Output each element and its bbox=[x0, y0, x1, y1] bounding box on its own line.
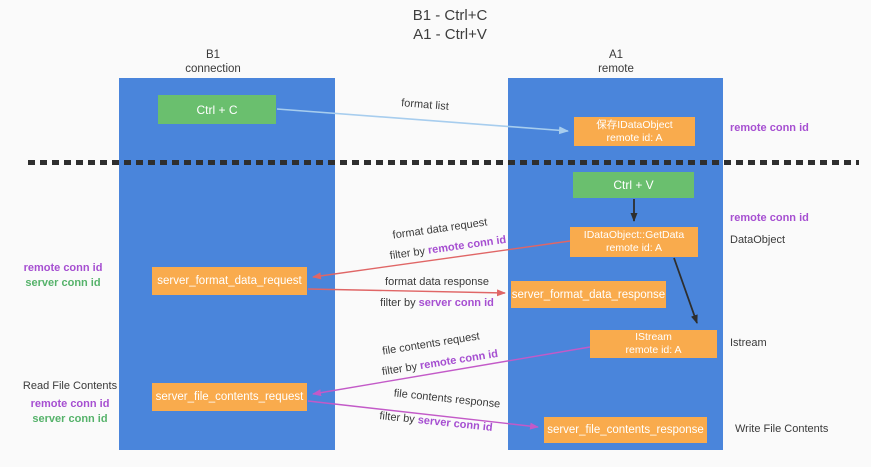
label-format-data-response: format data response bbox=[385, 276, 489, 288]
box-server-format-data-response: server_format_data_response bbox=[511, 281, 666, 308]
box-idataobject-getdata: IDataObject::GetData remote id: A bbox=[570, 227, 698, 257]
box-server-format-data-request-label: server_format_data_request bbox=[157, 275, 302, 287]
box-server-file-contents-response-label: server_file_contents_response bbox=[547, 424, 704, 436]
label-remote-conn-id-right-2: remote conn id bbox=[730, 212, 809, 224]
label-remote-conn-id-right-1: remote conn id bbox=[730, 122, 809, 134]
column-a1-name: A1 bbox=[608, 49, 624, 61]
box-server-file-contents-request-label: server_file_contents_request bbox=[155, 391, 304, 403]
box-server-file-contents-request: server_file_contents_request bbox=[152, 383, 307, 411]
column-b1-name: B1 bbox=[205, 49, 221, 61]
label-filter-server-conn-2: filter by server conn id bbox=[378, 410, 494, 434]
title-line-2: A1 - Ctrl+V bbox=[413, 26, 487, 43]
label-conn-ids-left-2: remote conn id server conn id bbox=[14, 397, 126, 427]
box-server-format-data-request: server_format_data_request bbox=[152, 267, 307, 295]
label-filter-server-conn-1: filter by server conn id bbox=[380, 297, 494, 309]
box-save-idataobject-line1: 保存IDataObject bbox=[596, 118, 673, 131]
section-divider-dashed-line bbox=[28, 160, 859, 165]
label-format-list: format list bbox=[400, 97, 450, 113]
diagram-title: B1 - Ctrl+C A1 - Ctrl+V bbox=[360, 6, 540, 44]
label-write-file-contents: Write File Contents bbox=[735, 423, 829, 435]
column-b1-role: connection bbox=[185, 63, 241, 75]
column-header-a1: A1 remote bbox=[556, 48, 676, 76]
label-istream: Istream bbox=[730, 337, 767, 349]
box-server-file-contents-response: server_file_contents_response bbox=[544, 417, 707, 443]
box-save-idataobject: 保存IDataObject remote id: A bbox=[574, 117, 695, 146]
box-ctrl-v: Ctrl + V bbox=[573, 172, 694, 198]
box-save-idataobject-line2: remote id: A bbox=[606, 131, 663, 144]
arrow-format-data-response bbox=[307, 288, 506, 297]
title-line-1: B1 - Ctrl+C bbox=[412, 7, 488, 24]
box-ctrl-v-label: Ctrl + V bbox=[613, 178, 654, 192]
label-read-file-contents: Read File Contents bbox=[22, 380, 118, 392]
box-ctrl-c-label: Ctrl + C bbox=[196, 102, 238, 117]
label-dataobject: DataObject bbox=[730, 234, 786, 246]
box-istream-line1: IStream bbox=[635, 331, 672, 343]
label-server-conn-id-left-2: server conn id bbox=[32, 413, 108, 425]
box-istream: IStream remote id: A bbox=[590, 330, 717, 358]
box-istream-line2: remote id: A bbox=[625, 344, 682, 356]
column-header-b1: B1 connection bbox=[153, 48, 273, 76]
label-remote-conn-id-left-2: remote conn id bbox=[30, 398, 110, 410]
box-server-format-data-response-label: server_format_data_response bbox=[511, 288, 666, 301]
column-a1-role: remote bbox=[598, 63, 634, 75]
label-server-conn-id-left-1: server conn id bbox=[25, 277, 101, 289]
label-remote-conn-id-left-1: remote conn id bbox=[23, 262, 103, 274]
box-idataobject-getdata-line2: remote id: A bbox=[605, 242, 663, 254]
label-conn-ids-left-1: remote conn id server conn id bbox=[15, 261, 111, 291]
box-ctrl-c: Ctrl + C bbox=[158, 95, 276, 124]
box-idataobject-getdata-line1: IDataObject::GetData bbox=[583, 229, 685, 241]
